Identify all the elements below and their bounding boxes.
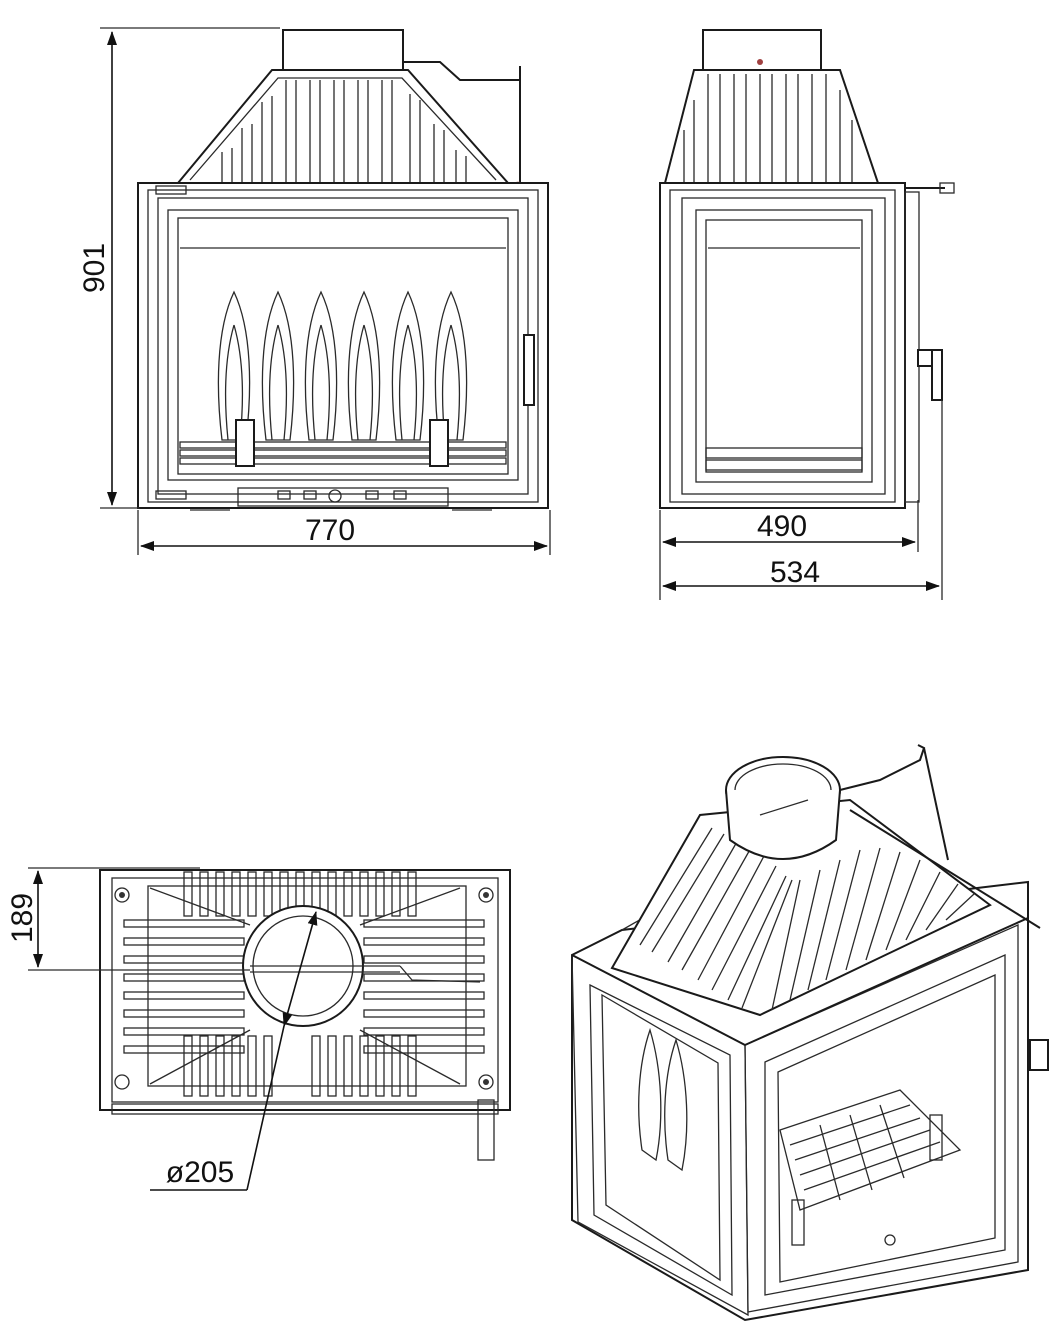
flame-icon <box>217 290 468 441</box>
front-width-dimension: 770 <box>137 510 551 555</box>
side-width-dimensions: 490 534 <box>659 400 943 600</box>
flue-offset-label: 189 <box>6 893 39 943</box>
side-inner-width-label: 490 <box>757 510 807 543</box>
flue-diameter-dimension: ø205 <box>150 911 318 1191</box>
top-view <box>99 869 511 1161</box>
flue-offset-dimension: 189 <box>6 867 250 971</box>
height-dimension: 901 <box>78 27 280 509</box>
flue-diameter-label: ø205 <box>166 1156 234 1189</box>
isometric-view <box>571 744 1049 1322</box>
flame-icon <box>638 1027 688 1172</box>
front-width-label: 770 <box>305 514 355 547</box>
front-view <box>137 29 549 511</box>
side-view <box>659 29 955 509</box>
side-outer-width-label: 534 <box>770 556 820 589</box>
height-label: 901 <box>78 243 111 293</box>
